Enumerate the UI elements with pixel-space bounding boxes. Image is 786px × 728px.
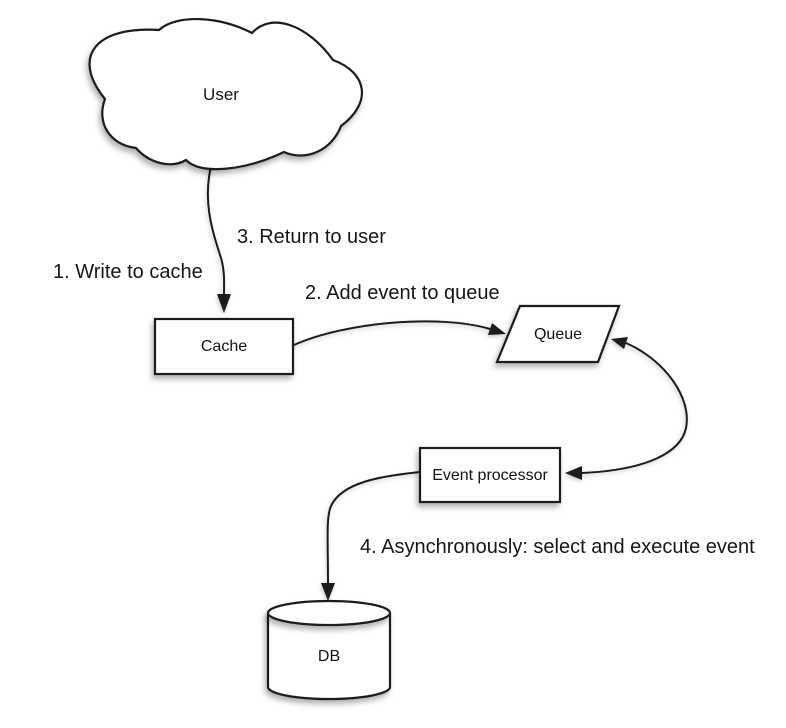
arrow-user-to-cache: [206, 161, 226, 297]
connectors: [206, 161, 688, 601]
arrow-event-processor-to-db: [326, 471, 421, 585]
queue-node-label: Queue: [533, 326, 583, 343]
step1-label: 1. Write to cache: [53, 261, 203, 283]
step4-label: 4. Asynchronously: select and execute ev…: [360, 536, 755, 558]
event-processor-box: [418, 446, 562, 504]
cache-node-label: Cache: [200, 338, 248, 355]
arrow-cache-to-queue: [293, 320, 491, 346]
arrowhead-user-to-cache: [217, 294, 231, 313]
cache-box: [153, 317, 295, 376]
arrowhead-into-event-processor: [565, 466, 582, 480]
db-node-label: DB: [317, 648, 341, 665]
arrowhead-event-processor-to-db: [321, 583, 335, 601]
db-cylinder-shape: [266, 599, 392, 701]
db-cylinder-top: [266, 599, 392, 627]
queue-parallelogram: [495, 304, 621, 364]
arrow-queue-event-processor: [581, 342, 688, 474]
user-cloud-shape: [88, 17, 364, 171]
arrowhead-cache-to-queue: [488, 323, 506, 335]
db-cylinder-body: [266, 613, 392, 701]
step3-label: 3. Return to user: [237, 226, 386, 248]
shapes: [88, 17, 621, 701]
user-node-label: User: [203, 85, 239, 104]
step2-label: 2. Add event to queue: [305, 282, 500, 304]
arrowhead-into-queue: [611, 337, 628, 349]
event-processor-node-label: Event processor: [432, 467, 548, 484]
